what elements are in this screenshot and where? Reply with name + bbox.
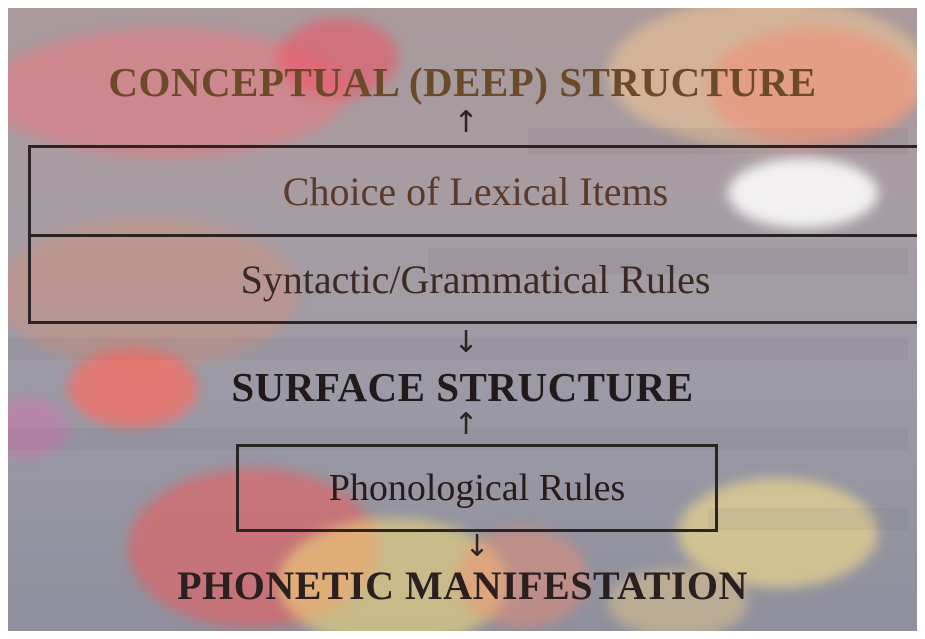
box-syntactic-grammatical-rules: Syntactic/Grammatical Rules bbox=[28, 234, 917, 324]
background-texture bbox=[708, 508, 908, 530]
arrow-down-icon: ↓ bbox=[464, 529, 490, 564]
photo-frame: CONCEPTUAL (DEEP) STRUCTURE ↑ Choice of … bbox=[8, 8, 917, 631]
box-phonological-label: Phonological Rules bbox=[328, 467, 626, 509]
heading-phonetic-manifestation: PHONETIC MANIFESTATION bbox=[177, 563, 748, 608]
heading-surface-structure: SURFACE STRUCTURE bbox=[231, 364, 694, 410]
arrow-down-icon: ↓ bbox=[453, 325, 479, 360]
box-syntactic-label: Syntactic/Grammatical Rules bbox=[240, 256, 711, 302]
heading-conceptual-deep-structure: CONCEPTUAL (DEEP) STRUCTURE bbox=[108, 59, 817, 105]
arrow-up-icon: ↑ bbox=[453, 407, 479, 442]
box-lexical-label: Choice of Lexical Items bbox=[282, 168, 669, 214]
arrow-up-icon: ↑ bbox=[453, 105, 479, 140]
box-choice-of-lexical-items: Choice of Lexical Items bbox=[28, 145, 917, 237]
box-phonological-rules: Phonological Rules bbox=[236, 444, 718, 532]
